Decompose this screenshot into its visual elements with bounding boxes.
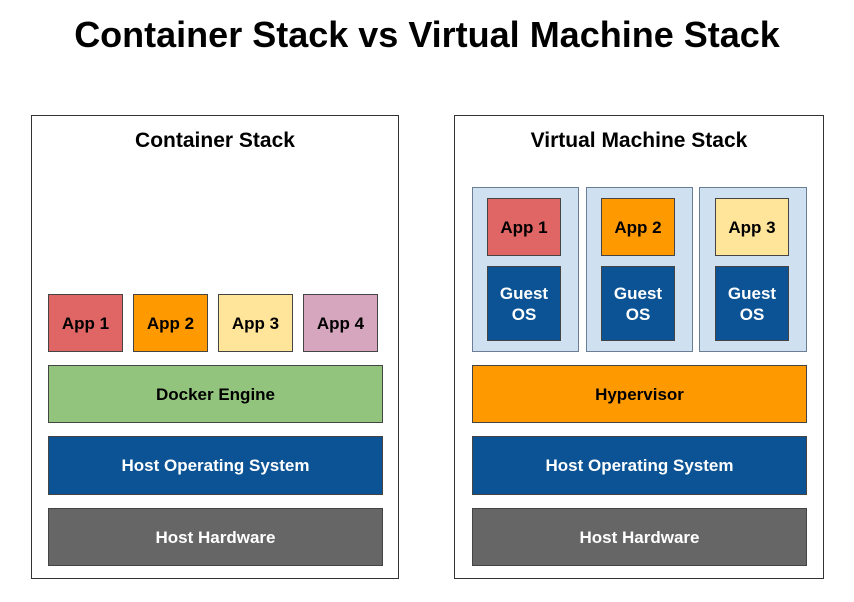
container-stack-panel: Container Stack App 1 App 2 App 3 App 4 … [31,115,399,579]
vm-3-app: App 3 [715,198,789,256]
container-app-3: App 3 [218,294,293,352]
page-title: Container Stack vs Virtual Machine Stack [74,14,780,55]
vm-host-hardware-layer: Host Hardware [472,508,807,566]
vm-1: App 1 Guest OS [472,187,579,352]
vm-host-os-layer: Host Operating System [472,436,807,495]
vm-2-guest-os: Guest OS [601,266,675,341]
vm-2: App 2 Guest OS [586,187,693,352]
vm-stack-panel: Virtual Machine Stack App 1 Guest OS App… [454,115,824,579]
container-app-2: App 2 [133,294,208,352]
docker-engine-layer: Docker Engine [48,365,383,423]
vm-3: App 3 Guest OS [699,187,807,352]
vm-2-app: App 2 [601,198,675,256]
container-host-hardware-layer: Host Hardware [48,508,383,566]
vm-1-app: App 1 [487,198,561,256]
vm-1-guest-os: Guest OS [487,266,561,341]
vm-3-guest-os: Guest OS [715,266,789,341]
vm-stack-title: Virtual Machine Stack [530,129,748,152]
container-stack-title: Container Stack [135,129,295,152]
container-app-4: App 4 [303,294,378,352]
hypervisor-layer: Hypervisor [472,365,807,423]
container-app-1: App 1 [48,294,123,352]
container-host-os-layer: Host Operating System [48,436,383,495]
